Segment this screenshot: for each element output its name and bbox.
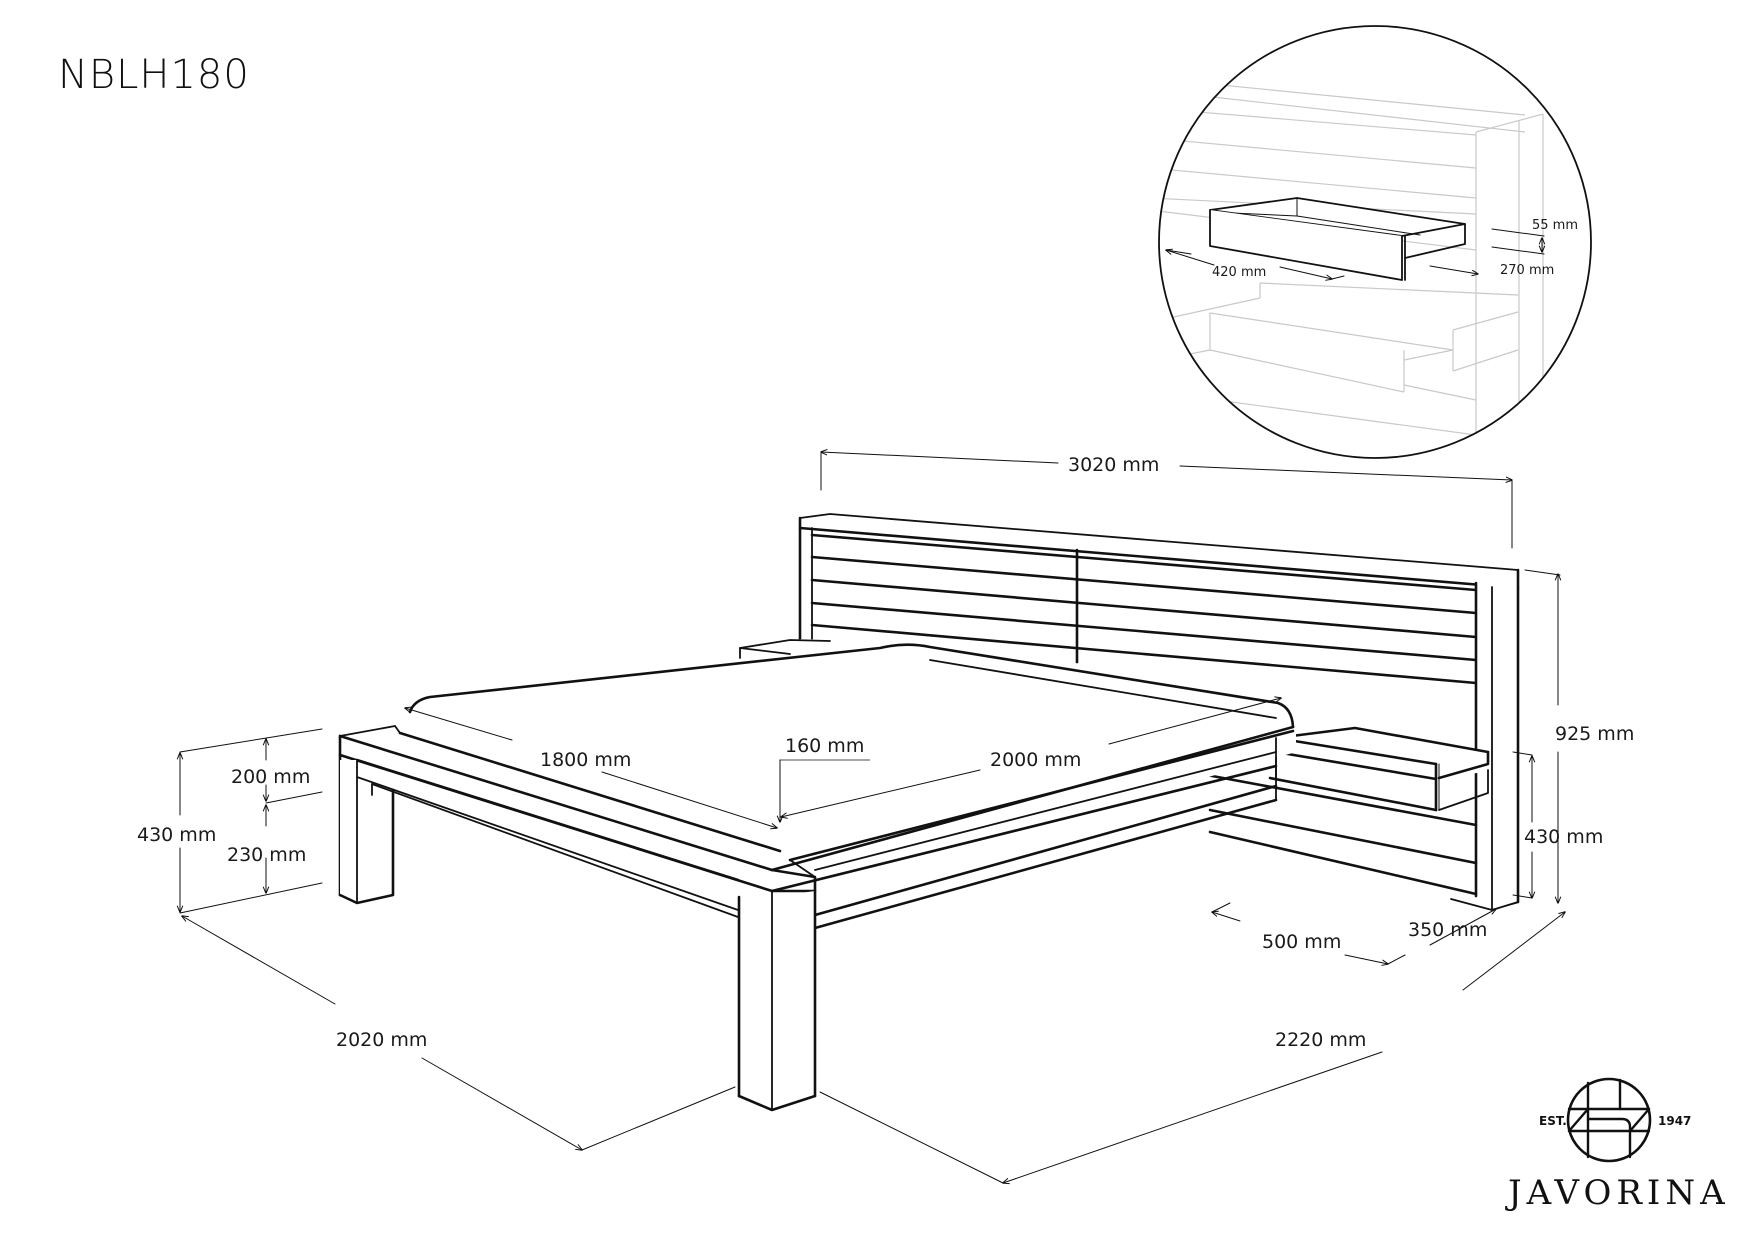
leg-front: [737, 889, 817, 1112]
lower-frame-label: 230 mm: [227, 844, 306, 866]
mattress: [408, 643, 1295, 850]
drawer-detail-inset: 420 mm 270 mm 55 mm: [1158, 25, 1592, 459]
inset-circle: [1158, 25, 1592, 459]
dimension-lines: [180, 452, 1565, 1183]
overall-length-label: 2220 mm: [1275, 1029, 1366, 1051]
frame-edge-label: 160 mm: [785, 735, 864, 757]
nightstand-height-label: 430 mm: [1524, 826, 1603, 848]
logo-est-label: EST.: [1539, 1114, 1567, 1128]
leg-back-left: [338, 759, 395, 905]
nightstand-width-label: 500 mm: [1262, 931, 1341, 953]
headboard: [798, 513, 1520, 911]
javorina-logo: EST. 1947 JAVORINA: [1505, 1077, 1730, 1213]
overall-width-label: 3020 mm: [1068, 454, 1159, 476]
logo-brand-name: JAVORINA: [1505, 1173, 1730, 1213]
drawer-illustration: [1209, 197, 1466, 281]
drawer-height-label: 55 mm: [1532, 218, 1578, 233]
nightstand-depth-label: 350 mm: [1408, 919, 1487, 941]
bed-illustration: 3020 mm 925 mm 430 mm 430 mm 200 mm 230 …: [137, 452, 1634, 1183]
drawer-depth-label: 270 mm: [1500, 263, 1554, 278]
headboard-height-label: 925 mm: [1555, 723, 1634, 745]
upper-frame-label: 200 mm: [231, 766, 310, 788]
mattress-width-label: 1800 mm: [540, 749, 631, 771]
mattress-length-label: 2000 mm: [990, 749, 1081, 771]
overall-depth-label: 2020 mm: [336, 1029, 427, 1051]
dimension-labels: 3020 mm 925 mm 430 mm 430 mm 200 mm 230 …: [137, 454, 1634, 1051]
logo-emblem-icon: [1566, 1077, 1652, 1163]
bed-frame: [338, 725, 1296, 930]
nightstand-right: [1268, 726, 1490, 812]
logo-est-year: 1947: [1658, 1114, 1691, 1128]
product-code-title: NBLH180: [58, 52, 250, 98]
frame-height-label: 430 mm: [137, 824, 216, 846]
drawer-width-label: 420 mm: [1212, 265, 1266, 280]
